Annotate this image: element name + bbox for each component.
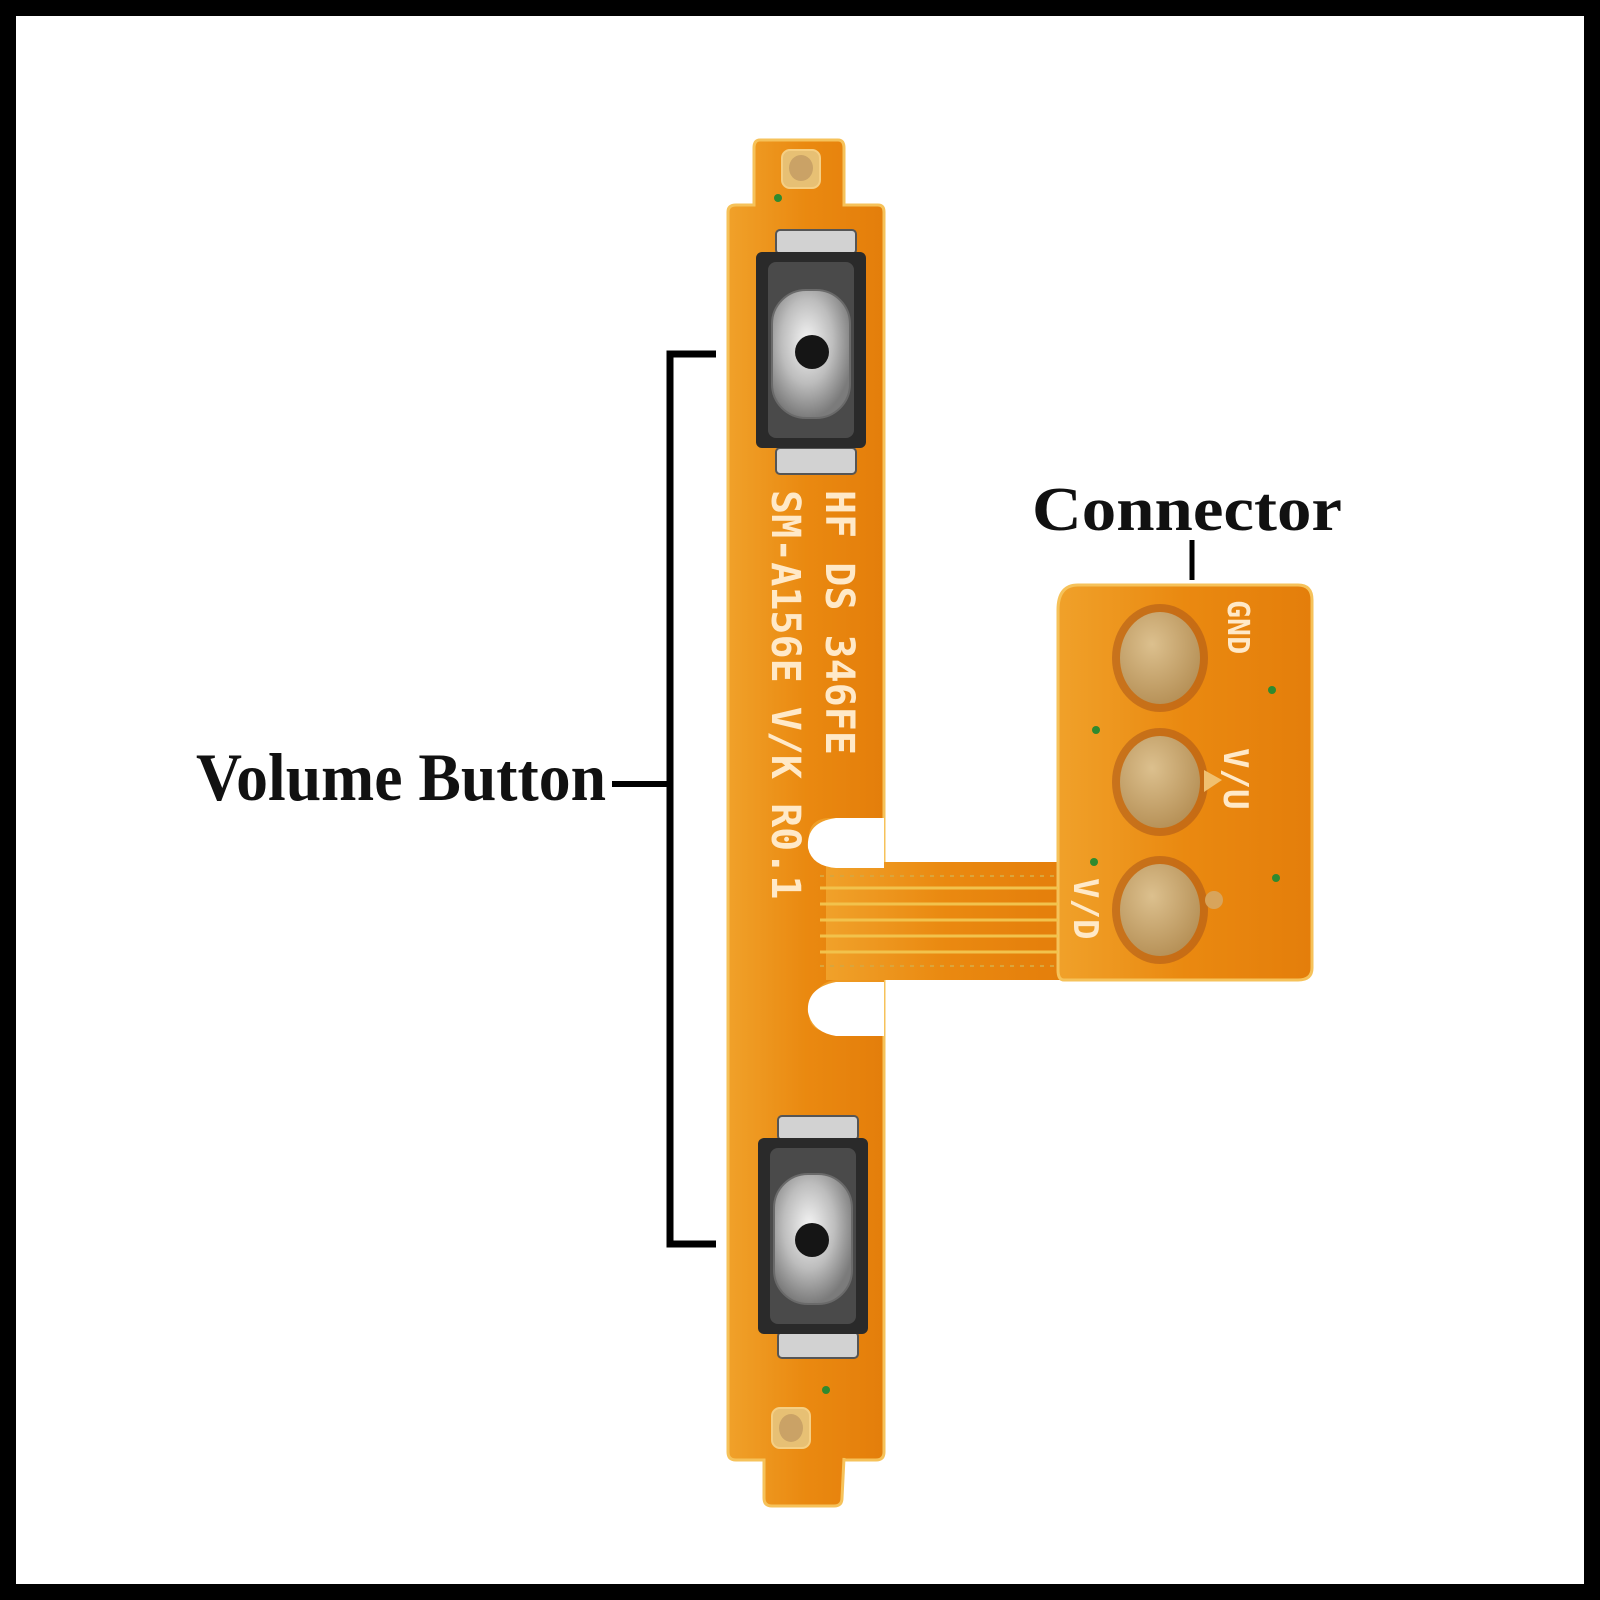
- volume-button-bracket: [666, 350, 716, 1248]
- volume-button-annotation: Volume Button: [196, 350, 716, 1248]
- tactile-switch-lower: [758, 1115, 868, 1359]
- pad-vd: [1112, 856, 1223, 964]
- pad-gnd-label: GND: [1220, 600, 1255, 654]
- pcb-slot-upper: [807, 818, 884, 868]
- connector-label: Connector: [1032, 476, 1342, 544]
- pad-vu-label: V/U: [1215, 748, 1255, 809]
- tactile-switch-upper: [756, 229, 866, 475]
- silkscreen-text: HF DS 346FE SM-A156E V/K R0.1: [762, 490, 862, 899]
- pad-vu: [1112, 728, 1222, 836]
- pad-vd-label: V/D: [1065, 878, 1105, 939]
- switch-upper-actuator[interactable]: [795, 335, 829, 369]
- connector-annotation: Connector: [1032, 476, 1342, 580]
- pcb-slot-lower: [807, 982, 884, 1036]
- pcb-traces: [820, 886, 1058, 954]
- connector-pads: GND V/U V/D: [774, 194, 1280, 1394]
- silk-line1: HF DS 346FE: [816, 490, 862, 755]
- switch-lower-actuator[interactable]: [795, 1223, 829, 1257]
- silk-line2: SM-A156E V/K R0.1: [762, 490, 808, 899]
- pad-gnd: [1112, 604, 1208, 712]
- mounting-hole-bottom: [771, 1407, 811, 1449]
- mounting-hole-top: [781, 149, 821, 189]
- volume-button-label: Volume Button: [196, 739, 606, 815]
